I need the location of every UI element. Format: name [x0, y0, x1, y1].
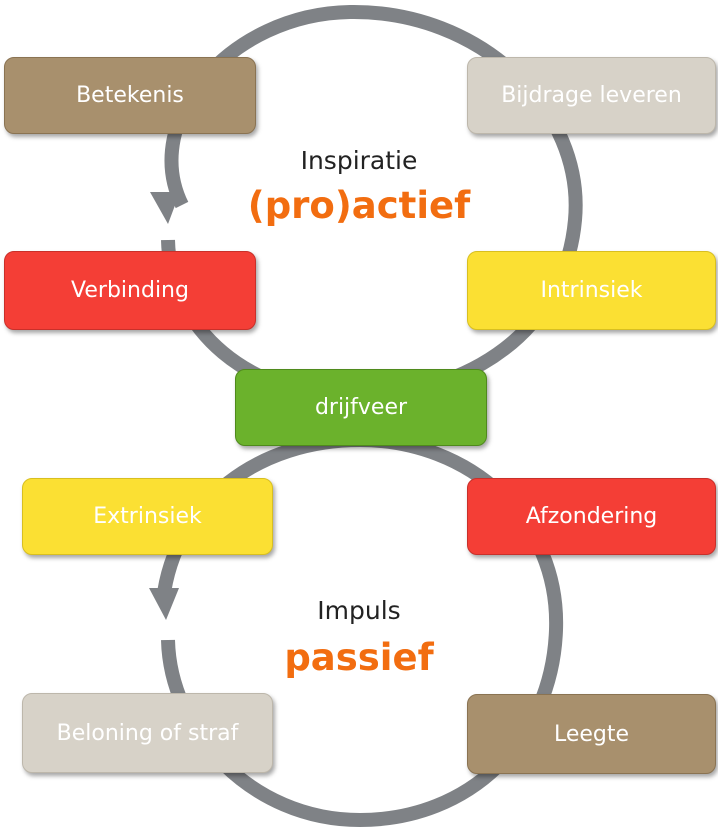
lower-loop-arrowhead [149, 588, 179, 620]
box-betekenis: Betekenis [4, 57, 256, 134]
box-intrinsiek: Intrinsiek [467, 251, 716, 330]
top-mode-label: (pro)actief [247, 184, 471, 227]
box-verbinding: Verbinding [4, 251, 256, 330]
upper-loop-arrowhead [150, 192, 180, 224]
box-leegte: Leegte [467, 694, 716, 774]
bottom-subtitle: Impuls [317, 596, 401, 625]
lower-loop-ring [156, 432, 564, 828]
box-afzondering: Afzondering [467, 478, 716, 555]
box-drijfveer: drijfveer [235, 369, 487, 446]
box-beloning-of-straf: Beloning of straf [22, 693, 273, 773]
box-bijdrage-leveren: Bijdrage leveren [467, 57, 716, 134]
bottom-mode-label: passief [284, 636, 434, 679]
top-subtitle: Inspiratie [300, 146, 418, 175]
box-extrinsiek: Extrinsiek [22, 478, 273, 555]
